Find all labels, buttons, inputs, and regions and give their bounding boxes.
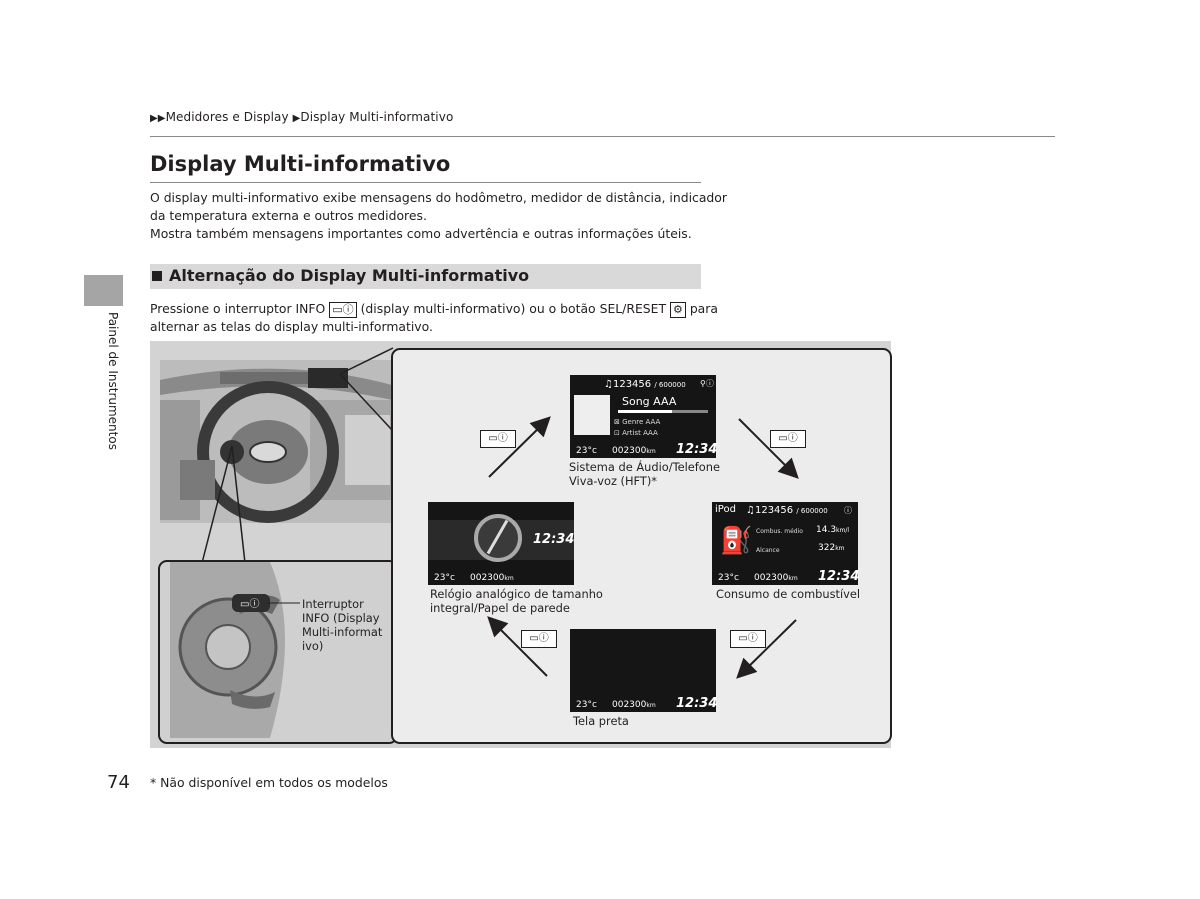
source-label: iPod [715, 504, 736, 515]
fuel-screen: iPod ♫123456 / 600000 ⓘ ⛽ Combus. médio … [712, 502, 860, 585]
odometer: 002300km [754, 573, 798, 583]
track-progress [618, 410, 708, 413]
info-switch-icon: ▭ⓘ [329, 301, 357, 318]
black-screen-caption: Tela preta [573, 714, 629, 728]
info-button-icon: ▭ⓘ [480, 430, 516, 448]
analog-clock-screen: 12:34 23°c 002300km [428, 502, 574, 585]
svg-text:▭ⓘ: ▭ⓘ [240, 598, 259, 610]
avg-fuel-label: Combus. médio [756, 528, 803, 535]
intro-line: da temperatura externa e outros medidore… [150, 208, 427, 223]
page-title: Display Multi-informativo [150, 152, 451, 176]
intro-line: O display multi-informativo exibe mensag… [150, 190, 727, 205]
clock: 12:34 [676, 442, 718, 457]
outside-temp: 23°c [434, 573, 455, 583]
chapter-tab[interactable] [84, 275, 123, 306]
steering-switch-illustration: ▭ⓘ [170, 562, 300, 738]
avg-fuel-value: 14.3km/l [816, 525, 850, 535]
breadcrumb-item-display[interactable]: Display Multi-informativo [300, 110, 454, 124]
section-header [150, 264, 701, 289]
range-value: 322km [818, 543, 845, 553]
odometer: 002300km [612, 700, 656, 710]
range-label: Alcance [756, 547, 780, 554]
breadcrumb: ▶▶Medidores e Display ▶Display Multi-inf… [150, 110, 453, 124]
top-rule [150, 136, 1055, 137]
phone-icon: ⓘ [844, 506, 852, 515]
section-title: Alternação do Display Multi-informativo [169, 266, 530, 285]
analog-clock-caption: Relógio analógico de tamanho integral/Pa… [430, 587, 603, 615]
info-switch-callout: Interruptor INFO (Display Multi-informat… [302, 597, 383, 653]
pointer-lines [201, 347, 394, 564]
song-title: Song AAA [622, 395, 677, 408]
fuel-caption: Consumo de combustível [716, 587, 861, 601]
audio-screen: ♫123456 / 600000 ⚲ⓘ Song AAA ⊠ Genre AAA… [570, 375, 718, 458]
info-button-icon: ▭ⓘ [770, 430, 806, 448]
breadcrumb-separator-icon: ▶ [292, 113, 301, 124]
instruction-line: alternar as telas do display multi-infor… [150, 319, 433, 334]
instruction-line: Pressione o interruptor INFO ▭ⓘ (display… [150, 301, 718, 318]
odometer: 002300km [612, 446, 656, 456]
clock: 12:34 [676, 696, 718, 711]
info-button-icon: ▭ⓘ [730, 630, 766, 648]
chapter-side-label: Painel de Instrumentos [106, 312, 120, 450]
odometer: 002300km [470, 573, 514, 583]
dashboard-illustration [160, 360, 392, 523]
audio-counter: 123456 [612, 379, 652, 390]
album-art-icon [574, 395, 610, 435]
clock: 12:34 [533, 532, 575, 547]
sel-reset-icon: ⚙ [670, 301, 686, 318]
title-rule [150, 182, 701, 183]
breadcrumb-arrow-icon: ▶▶ [150, 113, 166, 124]
outside-temp: 23°c [576, 446, 597, 456]
breadcrumb-item-gauges[interactable]: Medidores e Display [165, 110, 289, 124]
outside-temp: 23°c [718, 573, 739, 583]
fuel-pump-icon: ⛽ [720, 526, 753, 556]
audio-caption: Sistema de Áudio/Telefone Viva-voz (HFT)… [569, 460, 720, 488]
clock: 12:34 [818, 569, 860, 584]
instruction-paragraph: Pressione o interruptor INFO ▭ⓘ (display… [150, 300, 718, 336]
usb-icon: ⚲ⓘ [700, 379, 714, 388]
genre-label: ⊠ Genre AAA [614, 418, 661, 426]
black-screen: 23°c 002300km 12:34 [570, 629, 718, 712]
outside-temp: 23°c [576, 700, 597, 710]
artist-label: ⊡ Artist AAA [614, 429, 658, 437]
page-number: 74 [107, 772, 130, 793]
footnote: * Não disponível em todos os modelos [150, 775, 388, 790]
cycle-arrows [487, 416, 799, 679]
intro-line: Mostra também mensagens importantes como… [150, 226, 692, 241]
section-bullet-icon [152, 271, 162, 281]
info-button-icon: ▭ⓘ [521, 630, 557, 648]
intro-paragraph: O display multi-informativo exibe mensag… [150, 189, 727, 243]
